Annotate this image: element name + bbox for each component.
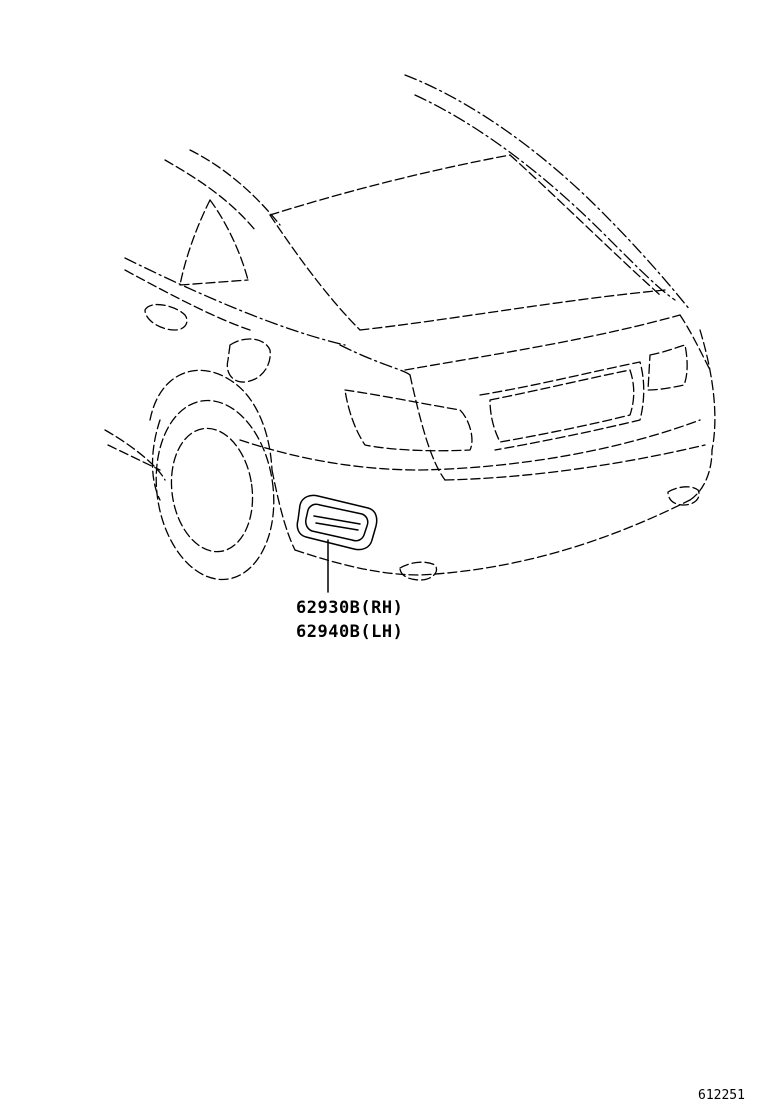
quarter-glass [179, 199, 249, 286]
part-side-lh: (LH) [360, 622, 404, 642]
rear-bumper [239, 329, 716, 576]
rear-wheel [149, 369, 275, 581]
part-number-lh: 62940B [296, 622, 361, 642]
tail-lamps [344, 344, 688, 452]
roof-outline [164, 74, 691, 311]
fuel-door [226, 338, 271, 383]
exhaust-tips [399, 486, 700, 581]
part-number-rh: 62930B [296, 598, 361, 618]
illustration-id: 612251 [698, 1088, 745, 1103]
side-body [104, 257, 346, 481]
part-side-rh: (RH) [360, 598, 404, 618]
door-handle [144, 303, 188, 331]
part-label-rh: 62930B(RH) [296, 598, 403, 618]
trunk-lid [269, 214, 711, 376]
part-label-lh: 62940B(LH) [296, 622, 403, 642]
reflector-part [296, 494, 378, 593]
license-plate-recess [479, 361, 645, 451]
